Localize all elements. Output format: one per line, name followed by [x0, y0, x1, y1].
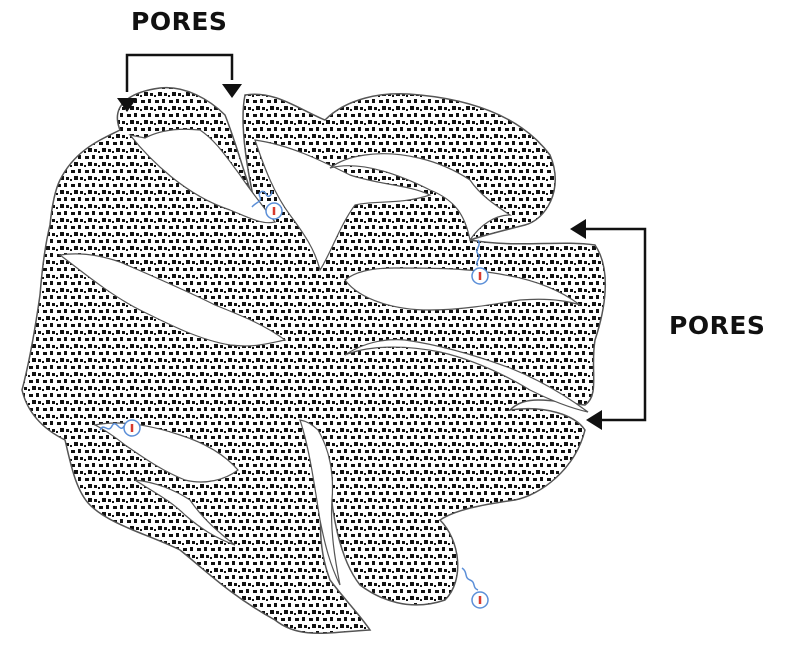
arrow-head-icon — [586, 410, 602, 430]
bracket-line — [127, 55, 232, 92]
pores-top-bracket — [127, 55, 232, 92]
pores-label-right: PORES — [669, 311, 765, 340]
adsorbed-molecule-icon — [462, 568, 488, 608]
arrow-head-icon — [570, 219, 586, 239]
pores-label-top: PORES — [131, 7, 227, 36]
arrow-head-icon — [222, 84, 242, 98]
